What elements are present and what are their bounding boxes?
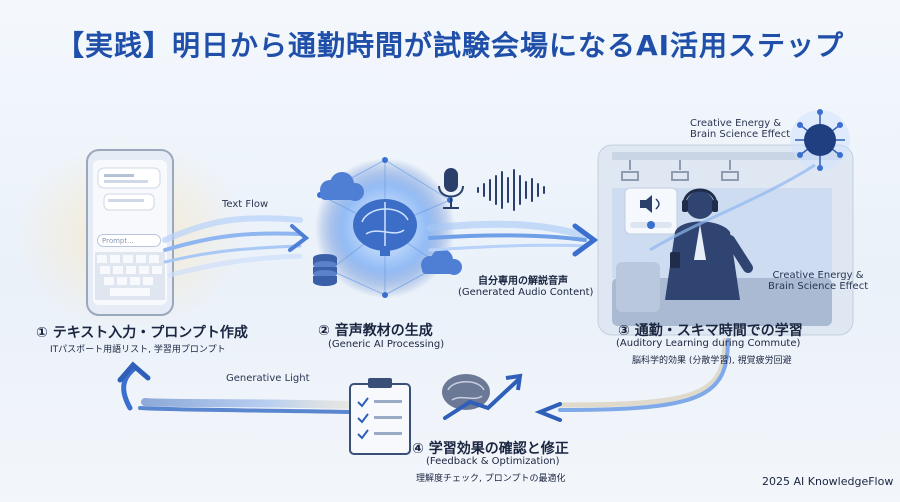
microphone-icon: [438, 168, 464, 209]
feedback-flow-stream: [117, 337, 730, 422]
step-3-note: 脳科学的効果 (分散学習), 視覚疲労回避: [632, 356, 792, 366]
creative-energy-label-bottom: Creative Energy & Brain Science Effect: [768, 270, 869, 292]
text-flow-label: Text Flow: [222, 199, 269, 210]
page-title: 【実践】明日から通勤時間が試験会場になるAI活用ステップ: [55, 29, 845, 62]
prompt-input[interactable]: Prompt...: [97, 234, 161, 247]
step-1-note: ITパスポート用語リスト, 学習用プロンプト: [50, 345, 226, 355]
smartphone-icon: [86, 149, 174, 316]
step-4-title: ④ 学習効果の確認と修正: [412, 441, 569, 457]
step-2-title: ② 音声教材の生成: [318, 323, 433, 339]
creative-energy-label-top: Creative Energy & Brain Science Effect: [690, 118, 791, 140]
audio-flow-stream: [426, 220, 599, 257]
audio-content-label-en: (Generated Audio Content): [458, 287, 594, 298]
checklist-clipboard-icon: [349, 378, 411, 455]
step-1-title: ① テキスト入力・プロンプト作成: [36, 325, 248, 341]
audio-content-label-jp: 自分専用の解説音声: [478, 276, 568, 287]
brain-growth-icon: [442, 373, 523, 420]
step-2-subtitle: (Generic AI Processing): [328, 339, 445, 350]
sound-wave-icon: [477, 169, 545, 211]
step-3-title: ③ 通勤・スキマ時間での学習: [618, 323, 803, 339]
cloud-icon: [421, 249, 462, 275]
person-listening-icon: [665, 188, 753, 300]
step-4-note: 理解度チェック, プロンプトの最適化: [416, 474, 566, 484]
cloud-icon: [320, 172, 364, 201]
text-flow-stream: [162, 215, 310, 278]
step-3-subtitle: (Auditory Learning during Commute): [616, 338, 801, 349]
step-4-subtitle: (Feedback & Optimization): [426, 456, 560, 467]
generative-light-label: Generative Light: [226, 373, 310, 384]
brain-network-icon: [790, 109, 850, 171]
audio-player-card: [624, 187, 678, 235]
credit-text: 2025 AI KnowledgeFlow: [762, 475, 894, 488]
energy-swirl: [649, 163, 816, 252]
database-icon: [313, 254, 337, 286]
